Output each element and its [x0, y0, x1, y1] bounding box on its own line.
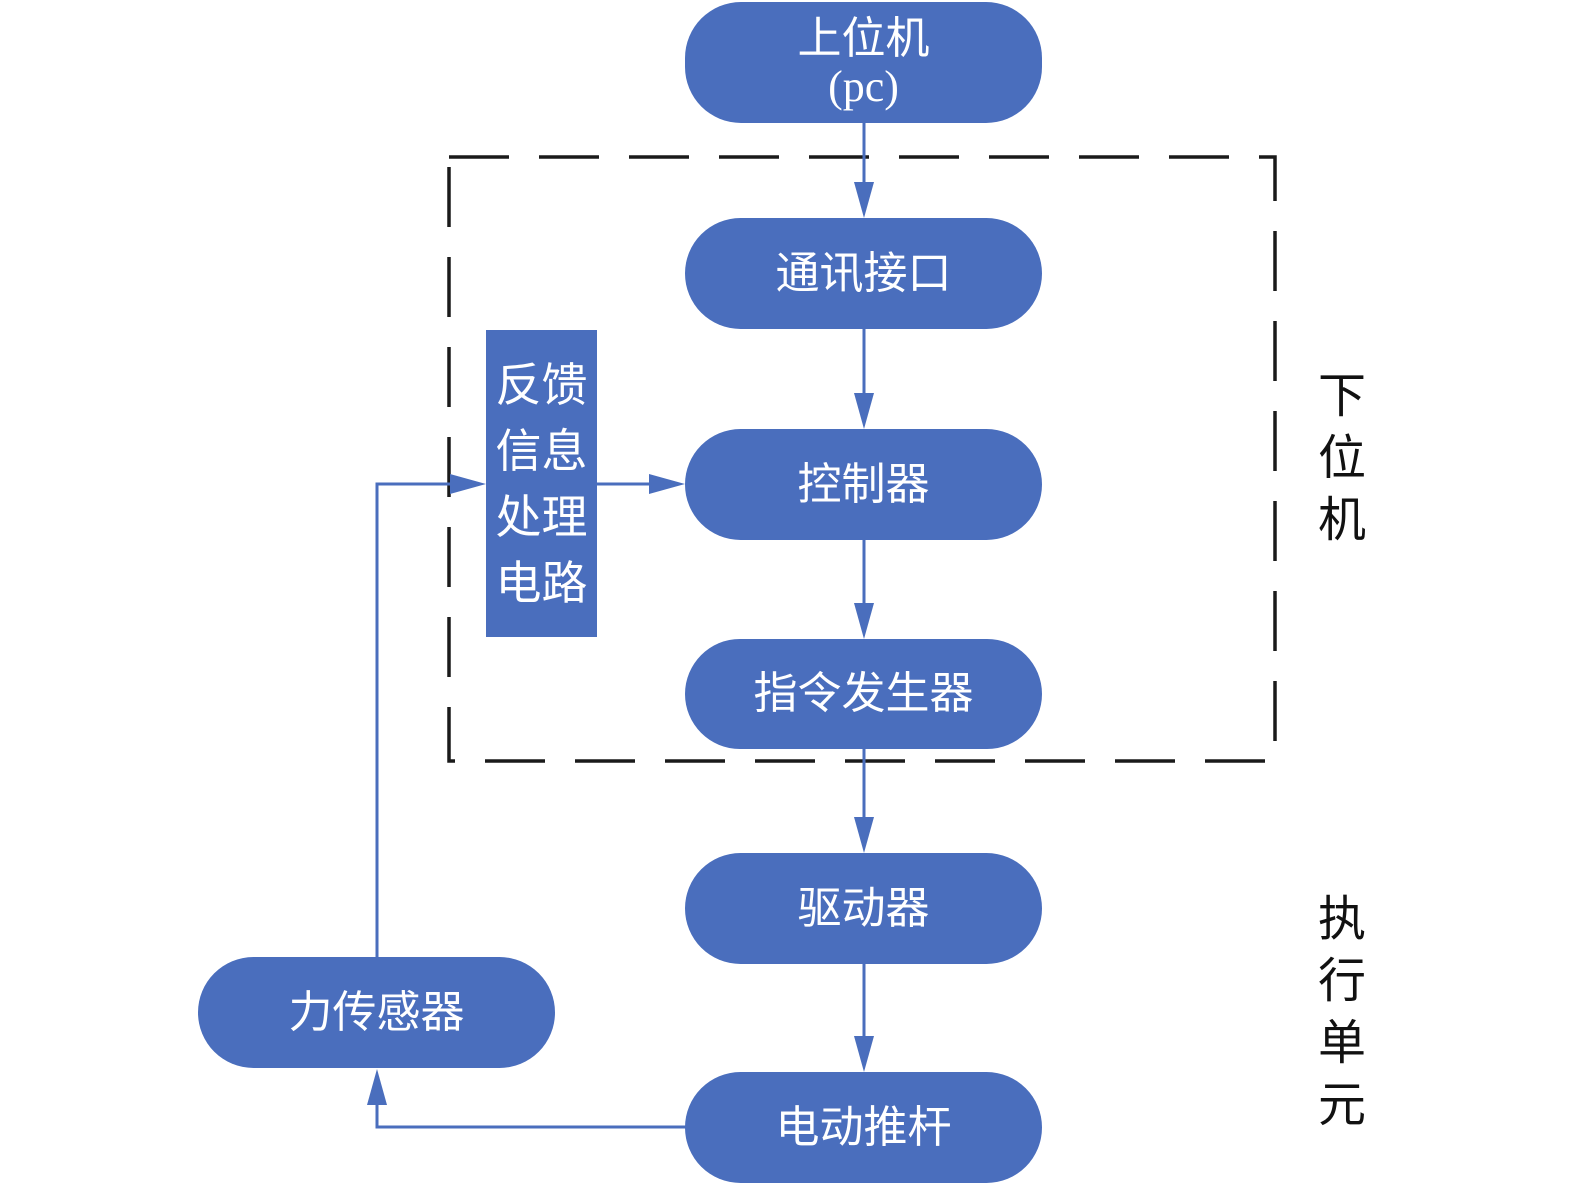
group-label-char: 单 — [1317, 1015, 1366, 1071]
node-force-sensor[interactable]: 力传感器 — [198, 957, 555, 1068]
group-label-execution-unit: 执 行 单 元 — [1312, 888, 1372, 1136]
group-label-char: 执 — [1317, 891, 1366, 947]
group-label-char: 下 — [1317, 368, 1366, 424]
node-command-generator[interactable]: 指令发生器 — [685, 639, 1042, 749]
arrowhead-right-icon — [649, 474, 685, 494]
arrowhead-right-icon — [450, 474, 486, 494]
edge-sensor-to-feedback — [375, 482, 455, 957]
node-feedback-circuit-line: 信息 — [495, 423, 588, 478]
arrowheads — [367, 182, 874, 1105]
node-comm-interface[interactable]: 通讯接口 — [685, 218, 1042, 329]
node-comm-interface-label: 通讯接口 — [775, 247, 952, 299]
node-feedback-circuit-line: 反馈 — [495, 357, 588, 412]
lower-computer-group-border — [447, 155, 1277, 763]
arrowhead-down-icon — [854, 1036, 874, 1072]
edges — [375, 123, 866, 1129]
edge-actuator-to-sensor — [375, 1100, 686, 1129]
group-label-char: 机 — [1317, 492, 1366, 548]
group-label-char: 行 — [1317, 953, 1366, 1009]
node-electric-actuator[interactable]: 电动推杆 — [685, 1072, 1042, 1183]
node-controller-label: 控制器 — [797, 458, 930, 510]
node-feedback-circuit-line: 电路 — [495, 555, 588, 610]
node-controller[interactable]: 控制器 — [685, 429, 1042, 540]
node-feedback-circuit-line: 处理 — [495, 489, 588, 544]
group-label-char: 元 — [1317, 1077, 1366, 1133]
node-host-pc[interactable]: 上位机 (pc) — [685, 2, 1042, 123]
node-electric-actuator-label: 电动推杆 — [775, 1101, 952, 1153]
node-feedback-circuit[interactable]: 反馈 信息 处理 电路 — [486, 330, 597, 637]
node-force-sensor-label: 力传感器 — [288, 986, 465, 1038]
arrowhead-down-icon — [854, 182, 874, 218]
group-label-lower-computer: 下 位 机 — [1312, 365, 1372, 551]
node-driver-label: 驱动器 — [797, 882, 930, 934]
node-host-pc-sublabel: (pc) — [828, 61, 899, 111]
group-label-char: 位 — [1317, 430, 1366, 486]
arrowhead-up-icon — [367, 1069, 387, 1105]
node-driver[interactable]: 驱动器 — [685, 853, 1042, 964]
arrowhead-down-icon — [854, 393, 874, 429]
arrowhead-down-icon — [854, 603, 874, 639]
node-command-generator-label: 指令发生器 — [753, 668, 974, 719]
arrowhead-down-icon — [854, 817, 874, 853]
node-host-pc-label: 上位机 — [797, 12, 930, 64]
